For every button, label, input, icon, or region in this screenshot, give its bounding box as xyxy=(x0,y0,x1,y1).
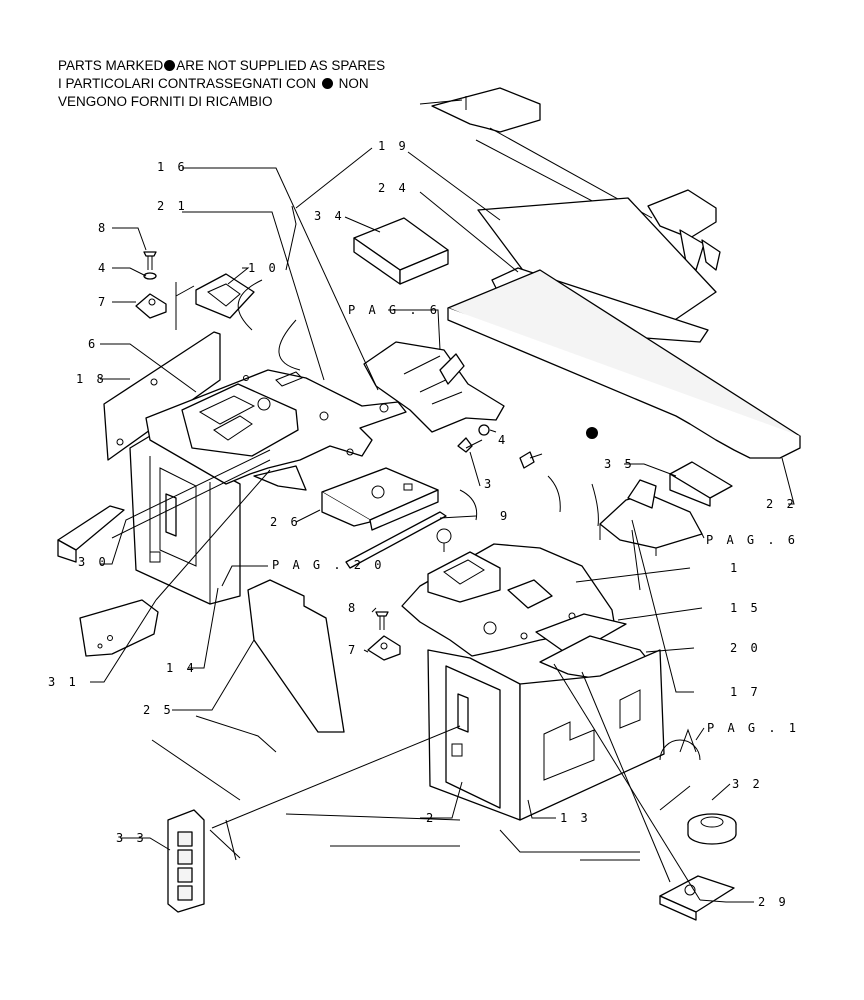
part-31-block xyxy=(79,599,159,657)
callout-18: 1 8 xyxy=(76,372,107,386)
part-15-plate xyxy=(535,613,627,657)
callout-6: 6 xyxy=(88,337,98,351)
callout-21: 2 1 xyxy=(157,199,188,213)
spares-note-text-1a: PARTS MARKED xyxy=(58,58,164,73)
callout-8-upper: 8 xyxy=(98,221,108,235)
not-supplied-dot-icon xyxy=(586,427,598,439)
spares-note-line-1: PARTS MARKED ARE NOT SUPPLIED AS SPARES xyxy=(58,58,385,74)
callout-31: 3 1 xyxy=(48,675,79,689)
part-35-block xyxy=(669,461,733,507)
callout-26: 2 6 xyxy=(270,515,301,529)
callout-32: 3 2 xyxy=(732,777,763,791)
part-32-ring xyxy=(687,813,737,845)
callout-19: 1 9 xyxy=(378,139,409,153)
part-4-washer-upper xyxy=(143,272,157,280)
part-30-wedge xyxy=(57,505,125,563)
leader-lines xyxy=(90,147,795,903)
part-13-right-cabinet xyxy=(427,649,665,821)
part-26-bracket xyxy=(321,467,439,531)
part-22-mat-edge xyxy=(447,308,801,459)
pag6-lever-assembly xyxy=(599,479,703,556)
callout-pag6-right: P A G . 6 xyxy=(706,533,798,547)
callout-24: 2 4 xyxy=(378,181,409,195)
callout-9: 9 xyxy=(500,509,510,523)
part-7-clip-lower xyxy=(367,635,401,661)
callout-20: 2 0 xyxy=(730,641,761,655)
callout-4-upper: 4 xyxy=(98,261,108,275)
part-33-switch-panel xyxy=(167,809,205,913)
callout-25: 2 5 xyxy=(143,703,174,717)
callout-34: 3 4 xyxy=(314,209,345,223)
callout-7-lower: 7 xyxy=(348,643,358,657)
callout-pag6-middle: P A G . 6 xyxy=(348,303,440,317)
spares-note-text-1b: ARE NOT SUPPLIED AS SPARES xyxy=(176,58,386,73)
callout-29: 2 9 xyxy=(758,895,789,909)
part-34-pad xyxy=(353,217,449,285)
callout-3: 3 xyxy=(484,477,494,491)
callout-4-middle: 4 xyxy=(498,433,508,447)
part-25-panel xyxy=(247,579,345,733)
part-18-side-plate xyxy=(103,331,221,461)
callout-17: 1 7 xyxy=(730,685,761,699)
part-pin-circle xyxy=(436,528,452,544)
spares-note-text-2a: I PARTICOLARI CONTRASSEGNATI CON xyxy=(58,76,317,91)
filled-dot-icon xyxy=(164,60,176,71)
callout-15: 1 5 xyxy=(730,601,761,615)
callout-1: 1 xyxy=(730,561,740,575)
callout-10: 1 0 xyxy=(248,261,279,275)
spares-note-text-2b: NON xyxy=(338,76,369,91)
part-9-strip xyxy=(345,511,447,569)
callout-pag1: P A G . 1 xyxy=(707,721,799,735)
callout-16: 1 6 xyxy=(157,160,188,174)
callout-35: 3 5 xyxy=(604,457,635,471)
spares-note-line-3: VENGONO FORNITI DI RICAMBIO xyxy=(58,94,273,109)
part-21-left-console-top xyxy=(145,369,407,491)
filled-dot-icon xyxy=(321,78,333,89)
callout-33: 3 3 xyxy=(116,831,147,845)
top-frame-part xyxy=(419,87,721,271)
part-29-plate xyxy=(659,875,735,921)
part-4-washer-middle xyxy=(478,424,490,436)
part-10-gasket xyxy=(175,273,255,330)
cab-frame-lines xyxy=(151,715,691,861)
part-8-screw-upper xyxy=(143,251,157,270)
callout-22: 2 2 xyxy=(766,497,797,511)
callout-labels: 1 9 1 6 2 4 2 1 3 4 8 1 0 4 7 P A G . 6 … xyxy=(48,139,799,909)
callout-pag20: P A G . 2 0 xyxy=(272,558,384,572)
pag1-knob-part xyxy=(659,728,701,761)
spares-note-line-2: I PARTICOLARI CONTRASSEGNATI CON NON xyxy=(58,76,369,92)
callout-7-upper: 7 xyxy=(98,295,108,309)
callout-13: 1 3 xyxy=(560,811,591,825)
callout-30: 3 0 xyxy=(78,555,109,569)
callout-8-lower: 8 xyxy=(348,601,358,615)
part-8-screw-lower xyxy=(375,611,389,630)
callout-14: 1 4 xyxy=(166,661,197,675)
part-7-clip-upper xyxy=(135,293,167,319)
part-3-screw xyxy=(457,437,483,453)
callout-2: 2 xyxy=(426,811,436,825)
part-screw-marked xyxy=(519,451,543,469)
